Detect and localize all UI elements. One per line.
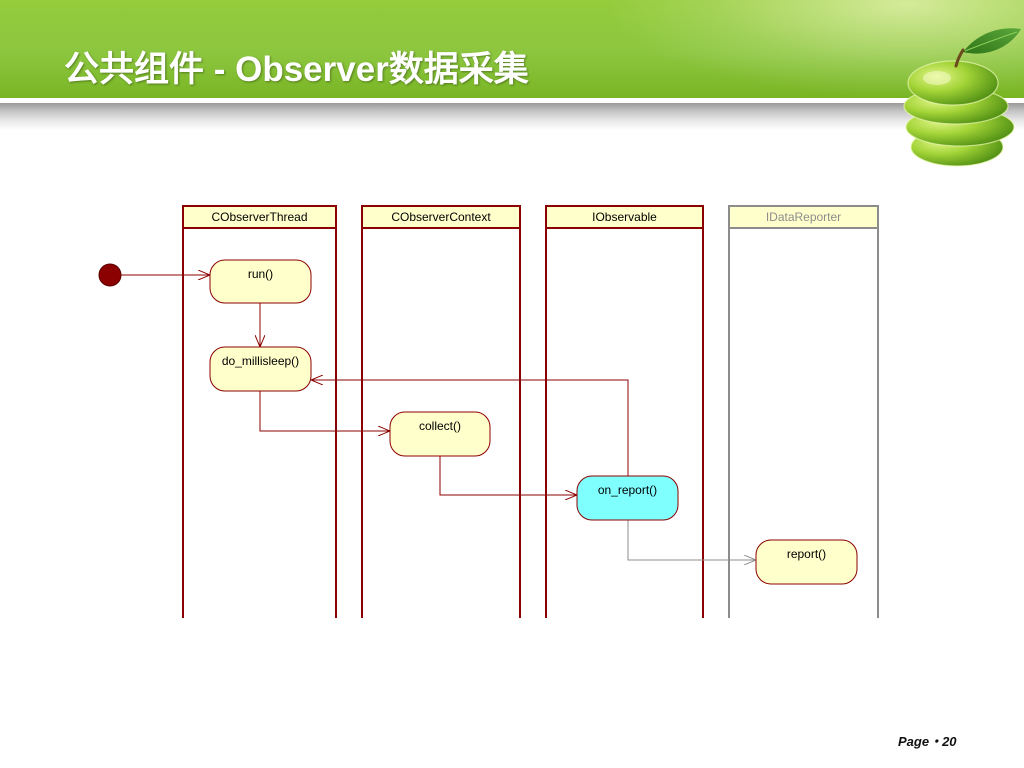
node-shape <box>755 539 858 585</box>
node-label: on_report() <box>598 483 657 497</box>
node-shape <box>209 346 312 392</box>
node-collect: collect() <box>389 411 491 457</box>
node-shape <box>209 259 312 304</box>
node-report: report() <box>755 539 858 585</box>
lane-header <box>545 205 704 229</box>
flow-on-report-to-do-millisleep <box>311 380 629 476</box>
flow-do-millisleep-to-collect <box>259 391 390 431</box>
banner-shadow <box>0 103 1024 130</box>
lane-header-label: IDataReporter <box>766 210 841 224</box>
node-label: report() <box>787 547 826 561</box>
node-shape <box>389 411 491 457</box>
lane-cobserverthread: CObserverThread <box>182 205 337 618</box>
lane-header <box>728 205 879 229</box>
node-do-millisleep: do_millisleep() <box>209 346 312 392</box>
flow-collect-to-on-report <box>439 456 577 495</box>
lane-idatareporter: IDataReporter <box>728 205 879 618</box>
lane-header <box>361 205 521 229</box>
slide-title: 公共组件 - Observer数据采集 <box>64 50 529 89</box>
lane-iobservable: IObservable <box>545 205 704 618</box>
node-label: collect() <box>419 419 461 433</box>
lane-header <box>182 205 337 229</box>
node-label: run() <box>248 267 273 281</box>
initial-node <box>98 263 122 287</box>
green-apple-icon <box>903 28 1021 167</box>
title-banner <box>0 0 1024 98</box>
lane-header-label: CObserverThread <box>211 210 307 224</box>
lane-cobservercontext: CObserverContext <box>361 205 521 618</box>
node-on-report: on_report() <box>576 475 679 521</box>
page-number: Page・20 <box>898 734 957 749</box>
node-label: do_millisleep() <box>222 354 299 368</box>
node-run: run() <box>209 259 312 304</box>
flow-on-report-to-report <box>627 520 756 560</box>
node-shape <box>576 475 679 521</box>
lane-header-label: CObserverContext <box>391 210 491 224</box>
lane-header-label: IObservable <box>592 210 657 224</box>
